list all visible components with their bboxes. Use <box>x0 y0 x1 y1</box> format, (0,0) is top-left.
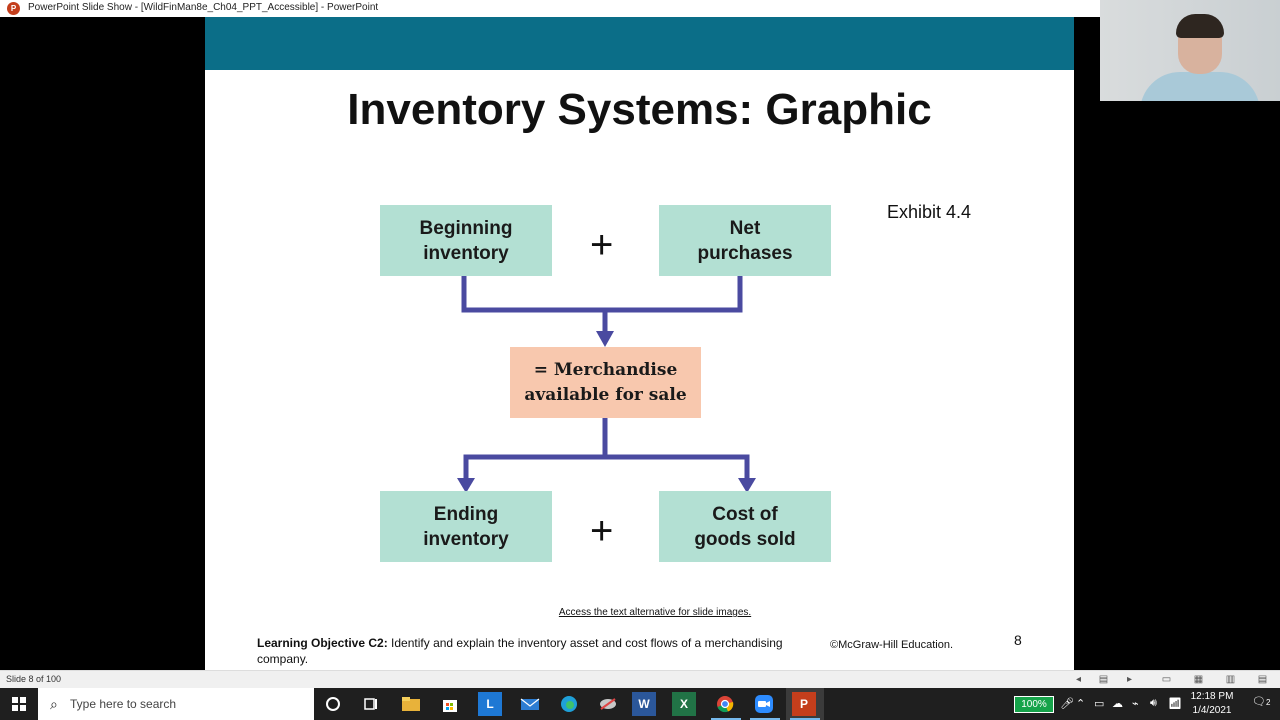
copyright-notice: ©McGraw-Hill Education. <box>830 639 954 651</box>
chrome-icon[interactable] <box>713 692 737 716</box>
notification-count: 2 <box>1265 698 1271 707</box>
beginning-inventory-box: Beginning inventory <box>380 205 552 276</box>
learning-objective: Learning Objective C2: Identify and expl… <box>257 635 817 667</box>
l-app-icon[interactable]: L <box>478 692 502 716</box>
window-title-bar: P PowerPoint Slide Show - [WildFinMan8e_… <box>0 0 1280 17</box>
notification-center-icon[interactable]: 🗨︎2 <box>1252 695 1270 708</box>
next-slide-icon[interactable]: ▸ <box>1126 674 1133 685</box>
ending-inventory-box: Ending inventory <box>380 491 552 562</box>
slide-indicator: Slide 8 of 100 <box>6 674 62 684</box>
start-button[interactable] <box>0 688 38 720</box>
notification-icon: 🗨︎ <box>1252 696 1266 708</box>
microphone-icon[interactable]: 🎤︎ <box>1060 698 1074 710</box>
slide-number: 8 <box>1014 632 1022 648</box>
slide-sorter-icon[interactable]: ▦ <box>1193 674 1204 685</box>
network-app-icon[interactable] <box>596 692 620 716</box>
normal-view-icon[interactable]: ▭ <box>1161 674 1172 685</box>
excel-icon[interactable]: X <box>672 692 696 716</box>
windows-taskbar: ⌕ Type here to search L W X P 100% 🎤︎ ⌃ … <box>0 688 1280 720</box>
mail-icon[interactable] <box>518 692 542 716</box>
top-merge-connector <box>461 276 743 313</box>
slideshow-status-bar: Slide 8 of 100 ◂ ▤ ▸ ▭ ▦ ▥ ▤ <box>0 670 1280 689</box>
clock-date: 1/4/2021 <box>1192 705 1232 716</box>
plus-sign-bottom: + <box>590 509 614 553</box>
slide-header-band <box>205 17 1074 70</box>
previous-slide-icon[interactable]: ◂ <box>1075 674 1082 685</box>
net-purchases-box: Net purchases <box>659 205 831 276</box>
battery-indicator[interactable]: 100% <box>1014 696 1054 713</box>
exhibit-label: Exhibit 4.4 <box>887 202 972 222</box>
onedrive-icon[interactable]: ☁ <box>1112 698 1123 710</box>
slide-canvas: Inventory Systems: Graphic Exhibit 4.4 B… <box>205 17 1074 670</box>
powerpoint-icon[interactable]: P <box>792 692 816 716</box>
wifi-icon[interactable]: 📶︎ <box>1168 698 1182 710</box>
merchandise-available-box: = Merchandise available for sale <box>510 347 701 418</box>
word-icon[interactable]: W <box>632 692 656 716</box>
reading-view-icon[interactable]: ▥ <box>1225 674 1236 685</box>
taskbar-search-box[interactable]: ⌕ Type here to search <box>38 688 314 720</box>
learning-objective-text: Identify and explain the inventory asset… <box>257 636 783 666</box>
slide-title: Inventory Systems: Graphic <box>347 85 932 134</box>
slideshow-view-icon[interactable]: ▤ <box>1257 674 1268 685</box>
chrome-running-indicator <box>711 718 741 720</box>
plus-sign-top: + <box>590 223 614 267</box>
webcam-video-feed <box>1100 0 1280 101</box>
cortana-icon[interactable] <box>321 692 345 716</box>
powerpoint-running-indicator <box>790 718 820 720</box>
zoom-running-indicator <box>750 718 780 720</box>
powerpoint-app-icon: P <box>7 2 20 15</box>
text-alternative-link[interactable]: Access the text alternative for slide im… <box>558 607 752 618</box>
chevron-up-icon[interactable]: ⌃ <box>1076 698 1086 710</box>
arrow-head-merch <box>596 331 614 347</box>
zoom-icon[interactable] <box>752 692 776 716</box>
split-connector <box>463 454 750 480</box>
edge-icon[interactable] <box>557 692 581 716</box>
volume-icon[interactable]: 🔊︎ <box>1150 697 1157 709</box>
windows-logo-icon <box>12 697 26 711</box>
file-explorer-icon[interactable] <box>399 692 423 716</box>
flow-connectors <box>457 276 756 493</box>
arrow-head-ending <box>457 478 475 493</box>
system-clock[interactable]: 12:18 PM 1/4/2021 <box>1180 690 1244 718</box>
learning-objective-label: Learning Objective C2: <box>257 636 388 650</box>
tablet-icon[interactable]: ▭ <box>1094 698 1105 710</box>
window-title: PowerPoint Slide Show - [WildFinMan8e_Ch… <box>28 2 379 13</box>
usb-icon[interactable]: ⌁ <box>1132 698 1139 710</box>
clock-time: 12:18 PM <box>1190 691 1234 702</box>
task-view-icon[interactable] <box>359 692 383 716</box>
webcam-person-hair <box>1176 14 1224 38</box>
cost-of-goods-sold-box: Cost of goods sold <box>659 491 831 562</box>
slide-menu-icon[interactable]: ▤ <box>1098 674 1109 685</box>
search-icon: ⌕ <box>50 696 58 712</box>
search-placeholder: Type here to search <box>70 697 177 711</box>
webcam-person-shirt <box>1140 72 1260 101</box>
store-icon[interactable] <box>438 692 462 716</box>
arrow-head-cogs <box>738 478 756 493</box>
